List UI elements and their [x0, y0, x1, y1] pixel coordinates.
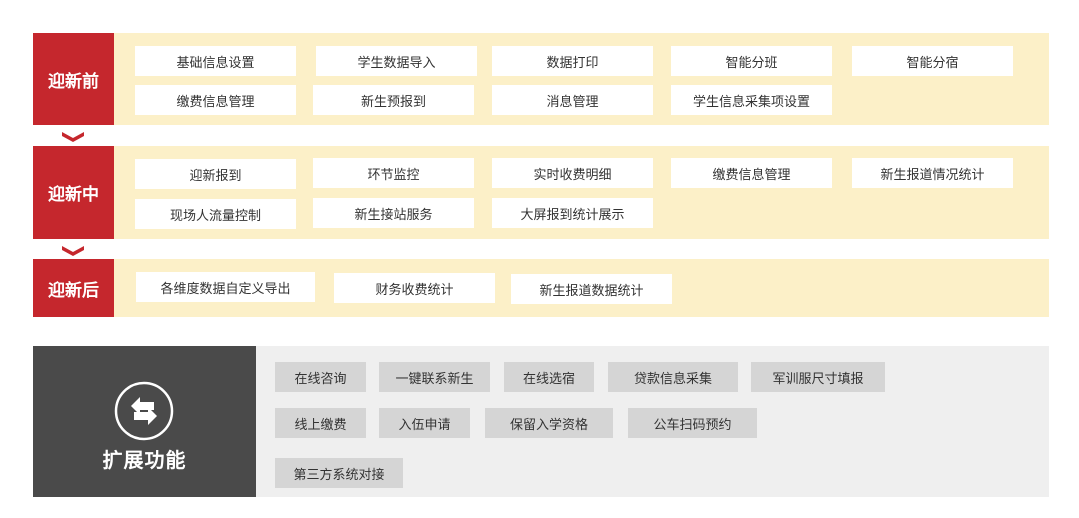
feature-chip[interactable]: 智能分宿: [852, 46, 1013, 76]
swap-arrows-icon: [114, 381, 174, 441]
extension-chip[interactable]: 第三方系统对接: [275, 458, 403, 488]
extension-chip[interactable]: 入伍申请: [379, 408, 470, 438]
feature-chip[interactable]: 消息管理: [492, 85, 653, 115]
stage-panel: 各维度数据自定义导出 财务收费统计 新生报道数据统计: [114, 259, 1049, 317]
stage-label: 迎新前: [33, 33, 114, 125]
stage-panel: 迎新报到 环节监控 实时收费明细 缴费信息管理 新生报道情况统计 现场人流量控制…: [114, 146, 1049, 239]
feature-chip[interactable]: 新生接站服务: [313, 198, 474, 228]
extension-chip[interactable]: 贷款信息采集: [608, 362, 738, 392]
feature-chip[interactable]: 新生报道数据统计: [511, 274, 672, 304]
feature-chip[interactable]: 大屏报到统计展示: [492, 198, 653, 228]
feature-chip[interactable]: 环节监控: [313, 158, 474, 188]
extension-chip[interactable]: 在线选宿: [504, 362, 594, 392]
stage-before: 迎新前 基础信息设置 学生数据导入 数据打印 智能分班 智能分宿 缴费信息管理 …: [33, 33, 1049, 125]
stage-during: 迎新中 迎新报到 环节监控 实时收费明细 缴费信息管理 新生报道情况统计 现场人…: [33, 146, 1049, 239]
feature-chip[interactable]: 缴费信息管理: [135, 85, 296, 115]
feature-chip[interactable]: 学生信息采集项设置: [671, 85, 832, 115]
feature-chip[interactable]: 迎新报到: [135, 159, 296, 189]
feature-chip[interactable]: 数据打印: [492, 46, 653, 76]
extension-chip[interactable]: 在线咨询: [275, 362, 366, 392]
stage-label: 迎新后: [33, 259, 114, 317]
feature-chip[interactable]: 学生数据导入: [316, 46, 477, 76]
extension-chip[interactable]: 线上缴费: [275, 408, 366, 438]
feature-chip[interactable]: 新生预报到: [313, 85, 474, 115]
extension-chip[interactable]: 军训服尺寸填报: [751, 362, 885, 392]
stage-after: 迎新后 各维度数据自定义导出 财务收费统计 新生报道数据统计: [33, 259, 1049, 317]
feature-chip[interactable]: 缴费信息管理: [671, 158, 832, 188]
feature-chip[interactable]: 各维度数据自定义导出: [136, 272, 315, 302]
stage-label: 迎新中: [33, 146, 114, 239]
chevron-down-icon: [62, 132, 84, 142]
stage-panel: 基础信息设置 学生数据导入 数据打印 智能分班 智能分宿 缴费信息管理 新生预报…: [114, 33, 1049, 125]
extension-chip[interactable]: 保留入学资格: [485, 408, 613, 438]
extension-chip[interactable]: 公车扫码预约: [628, 408, 757, 438]
feature-chip[interactable]: 基础信息设置: [135, 46, 296, 76]
extension-panel: 在线咨询 一键联系新生 在线选宿 贷款信息采集 军训服尺寸填报 线上缴费 入伍申…: [256, 346, 1049, 497]
feature-chip[interactable]: 现场人流量控制: [135, 199, 296, 229]
chevron-down-icon: [62, 246, 84, 256]
extension-title-panel: [33, 346, 256, 497]
feature-chip[interactable]: 实时收费明细: [492, 158, 653, 188]
extension-chip[interactable]: 一键联系新生: [379, 362, 490, 392]
feature-chip[interactable]: 智能分班: [671, 46, 832, 76]
feature-chip[interactable]: 新生报道情况统计: [852, 158, 1013, 188]
feature-chip[interactable]: 财务收费统计: [334, 273, 495, 303]
extension-title: 扩展功能: [102, 448, 187, 472]
